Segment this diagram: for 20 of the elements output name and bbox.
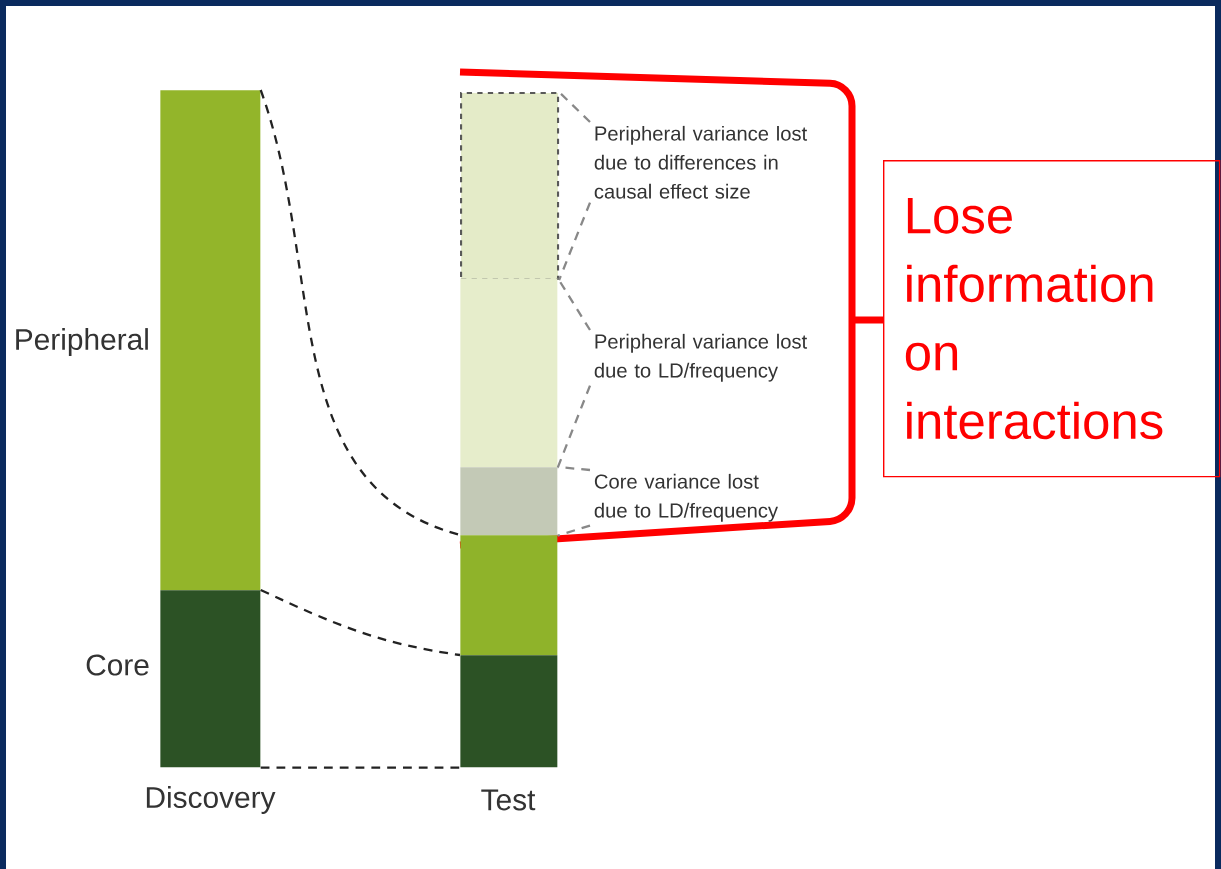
- connector-line: [259, 89, 461, 537]
- annotation-text: Core variance lost due to LD/frequency: [594, 473, 778, 522]
- callout-box: Lose information on interactions: [883, 160, 1221, 478]
- bar-segment: [460, 467, 558, 536]
- leader-line: [557, 465, 591, 472]
- bar-label: Peripheral: [16, 328, 148, 356]
- bar-label: Test: [481, 789, 536, 811]
- connector-line: [260, 766, 460, 769]
- bar-segment: [460, 92, 560, 281]
- leader-line: [557, 524, 591, 537]
- annotation-text: Peripheral variance lost due to differences in causal effect size: [594, 125, 808, 199]
- leader-line: [556, 385, 592, 469]
- connector-line: [260, 588, 461, 657]
- bar-segment: [460, 535, 558, 656]
- bar-segment: [460, 278, 558, 468]
- bar-label: Discovery: [146, 786, 276, 814]
- annotation-text: Peripheral variance lost due to LD/frequency: [594, 333, 808, 382]
- leader-line: [558, 202, 592, 281]
- leader-line: [558, 91, 591, 123]
- bar-label: Core: [86, 654, 149, 676]
